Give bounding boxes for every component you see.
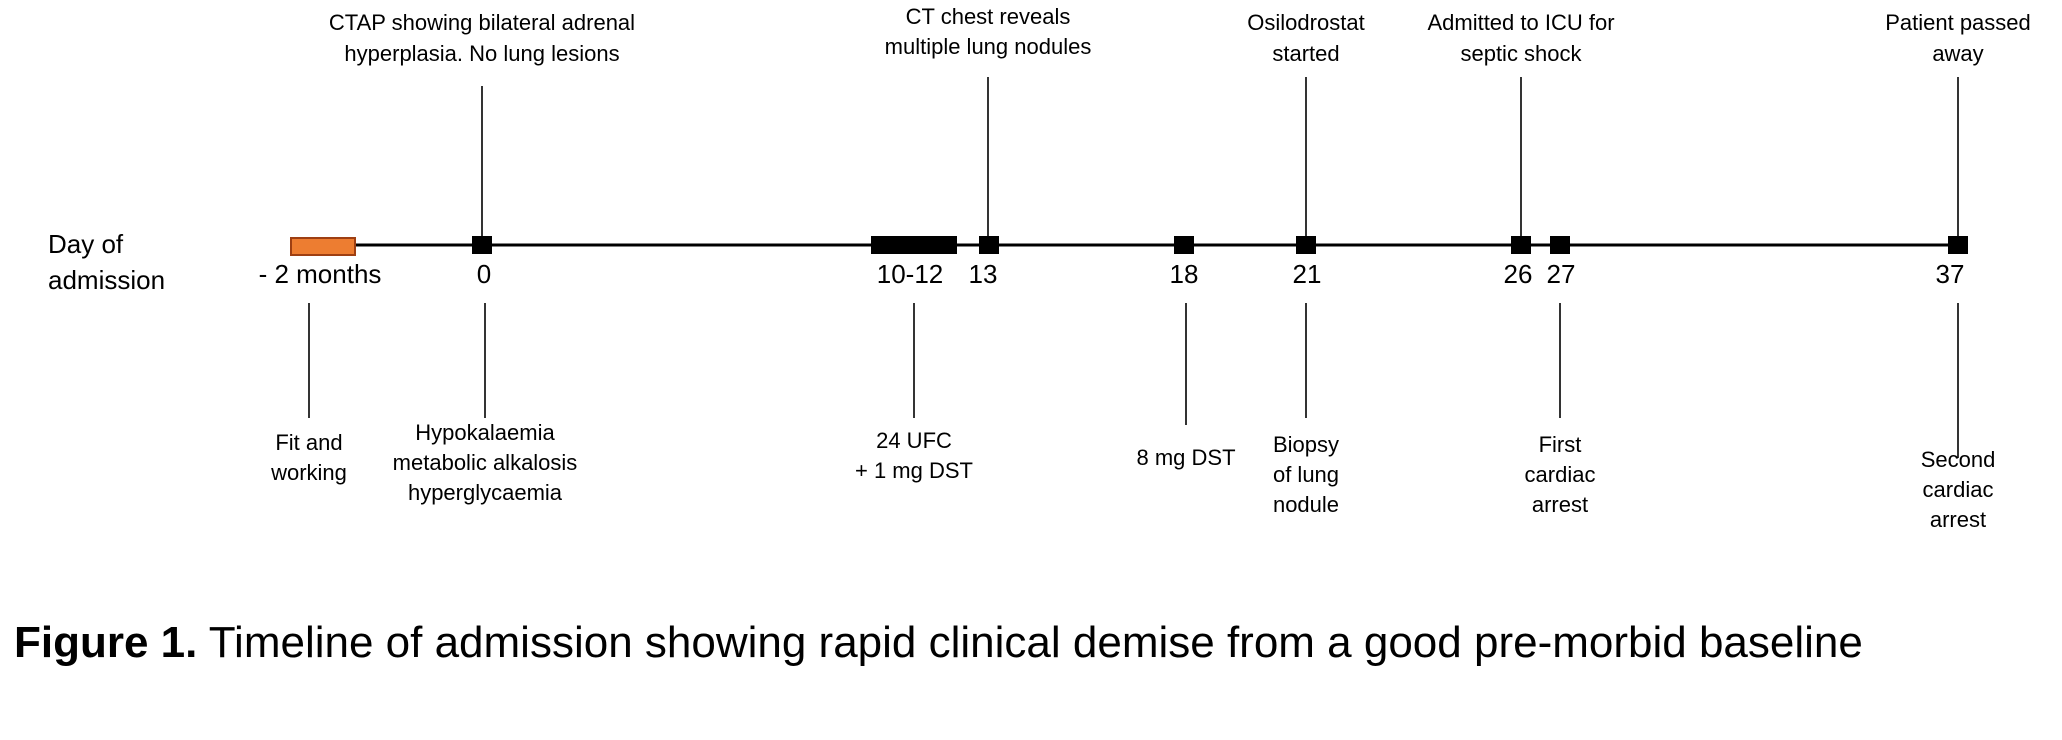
event-annotation-below: 24 UFC	[876, 428, 952, 453]
event-annotation-above: CT chest reveals	[906, 4, 1071, 29]
tick-label: 10-12	[877, 259, 944, 289]
event-marker	[871, 236, 957, 254]
event-marker	[1296, 236, 1316, 254]
figure-caption: Figure 1. Timeline of admission showing …	[14, 614, 2048, 672]
event-annotation-below: arrest	[1930, 507, 1986, 532]
tick-label: 27	[1547, 259, 1576, 289]
event-annotation-above: Patient passed	[1885, 10, 2031, 35]
event-annotation-above: hyperplasia. No lung lesions	[344, 41, 619, 66]
tick-label: 0	[477, 259, 491, 289]
event-annotation-below: nodule	[1273, 492, 1339, 517]
event-marker	[1174, 236, 1194, 254]
event-annotation-below: arrest	[1532, 492, 1588, 517]
event-annotation-below: + 1 mg DST	[855, 458, 973, 483]
event-annotation-below: Hypokalaemia	[415, 420, 555, 445]
event-annotation-below: working	[270, 460, 347, 485]
event-annotation-below: hyperglycaemia	[408, 480, 563, 505]
event-annotation-below: Fit and	[275, 430, 342, 455]
tick-label: 37	[1936, 259, 1965, 289]
event-annotation-above: Admitted to ICU for	[1427, 10, 1614, 35]
event-marker	[1948, 236, 1968, 254]
axis-label: admission	[48, 265, 165, 295]
event-annotation-above: Osilodrostat	[1247, 10, 1364, 35]
tick-label: 26	[1504, 259, 1533, 289]
tick-label: 18	[1170, 259, 1199, 289]
event-marker	[1511, 236, 1531, 254]
event-annotation-below: Second	[1921, 447, 1996, 472]
event-marker	[472, 236, 492, 254]
event-annotation-above: septic shock	[1460, 41, 1582, 66]
event-annotation-below: 8 mg DST	[1136, 445, 1235, 470]
caption-label: Figure 1.	[14, 618, 198, 667]
caption-text: Timeline of admission showing rapid clin…	[197, 618, 1863, 667]
event-marker	[979, 236, 999, 254]
event-marker	[1550, 236, 1570, 254]
event-annotation-below: metabolic alkalosis	[393, 450, 578, 475]
event-annotation-below: of lung	[1273, 462, 1339, 487]
event-annotation-above: CTAP showing bilateral adrenal	[329, 10, 635, 35]
tick-label: - 2 months	[259, 259, 382, 289]
tick-label: 13	[969, 259, 998, 289]
event-annotation-below: cardiac	[1525, 462, 1596, 487]
event-annotation-below: cardiac	[1923, 477, 1994, 502]
axis-label: Day of	[48, 229, 124, 259]
tick-label: 21	[1293, 259, 1322, 289]
event-annotation-below: Biopsy	[1273, 432, 1339, 457]
event-annotation-above: multiple lung nodules	[885, 34, 1092, 59]
event-annotation-above: away	[1932, 41, 1983, 66]
pre-admission-box	[290, 237, 356, 256]
event-annotation-above: started	[1272, 41, 1339, 66]
event-annotation-below: First	[1539, 432, 1582, 457]
